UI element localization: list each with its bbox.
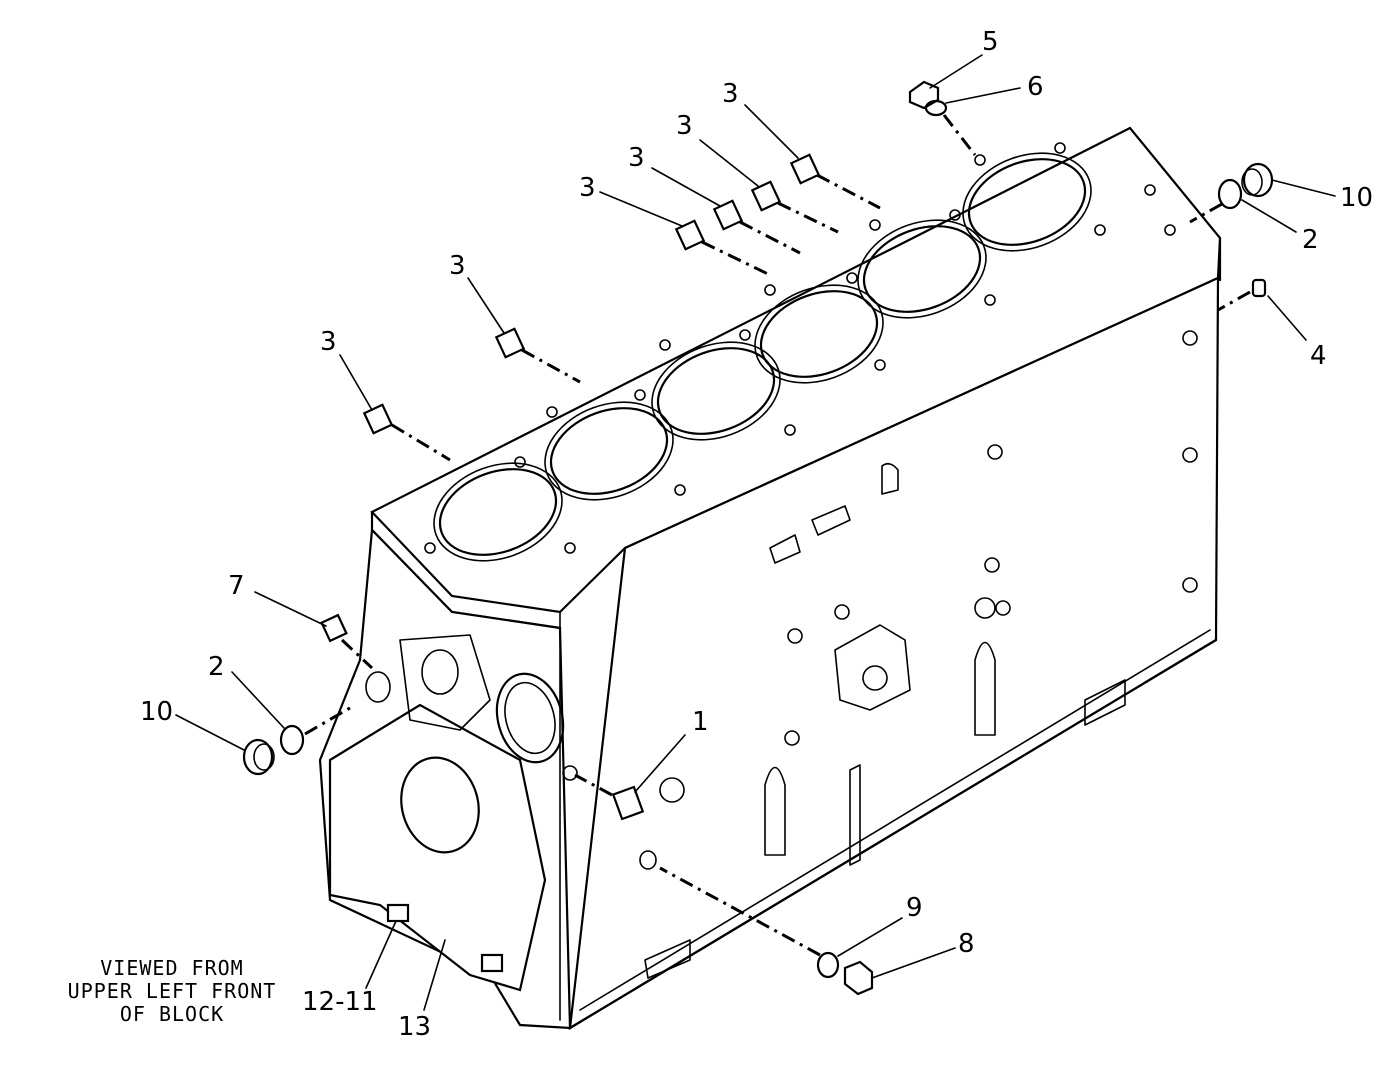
seal-2-right xyxy=(1189,178,1243,224)
seal-9 xyxy=(639,850,840,979)
callout-3-f: 3 xyxy=(722,79,739,109)
callout-3-a: 3 xyxy=(320,327,337,357)
dowel-4 xyxy=(1217,278,1267,312)
callout-12-11: 12-11 xyxy=(302,987,378,1017)
plug-7 xyxy=(320,613,374,670)
callout-3-d: 3 xyxy=(628,143,645,173)
callout-2-left: 2 xyxy=(208,652,225,682)
plug-3d xyxy=(712,199,801,255)
callout-10-left: 10 xyxy=(140,697,173,727)
plug-1 xyxy=(574,773,645,821)
callout-3-e: 3 xyxy=(676,111,693,141)
view-note-line-3: OF BLOCK xyxy=(120,1002,224,1026)
callout-10-right: 10 xyxy=(1340,183,1373,213)
callout-3-c: 3 xyxy=(579,173,596,203)
plug-8 xyxy=(843,960,874,996)
view-note-line-1: VIEWED FROM xyxy=(100,956,243,980)
callout-2-right: 2 xyxy=(1302,225,1319,255)
parts xyxy=(242,80,1274,996)
leader-lines xyxy=(175,54,1336,1011)
callout-6: 6 xyxy=(1027,72,1044,102)
plug-10-left xyxy=(242,738,275,776)
view-note-line-2: UPPER LEFT FRONT xyxy=(68,979,277,1003)
callout-8: 8 xyxy=(958,929,975,959)
plug-3a xyxy=(362,403,451,462)
plug-3f xyxy=(789,153,881,210)
seal-6 xyxy=(924,99,977,156)
plug-3b xyxy=(494,327,581,384)
plug-3e xyxy=(750,180,839,234)
cylinder-block xyxy=(318,126,1222,1031)
plug-10-right xyxy=(1241,162,1274,198)
block-side-details xyxy=(562,330,1198,979)
callout-3-b: 3 xyxy=(449,251,466,281)
callout-9: 9 xyxy=(906,893,923,923)
callout-5: 5 xyxy=(982,27,999,57)
head-bolt-holes xyxy=(424,142,1176,554)
cylinder-bores xyxy=(433,152,1092,562)
callout-7: 7 xyxy=(228,571,245,601)
front-face-openings xyxy=(365,634,565,854)
callout-13: 13 xyxy=(398,1012,431,1042)
seal-2-left xyxy=(279,703,356,756)
plug-3c xyxy=(674,219,771,277)
view-note: VIEWED FROM UPPER LEFT FRONT OF BLOCK xyxy=(68,956,277,1026)
callout-4: 4 xyxy=(1310,341,1327,371)
drain-plug-12-11 xyxy=(386,903,504,973)
callout-labels: 1 2 2 3 3 3 3 3 3 4 5 6 7 8 9 10 10 12-1… xyxy=(140,27,1373,1042)
callout-1: 1 xyxy=(692,707,709,737)
